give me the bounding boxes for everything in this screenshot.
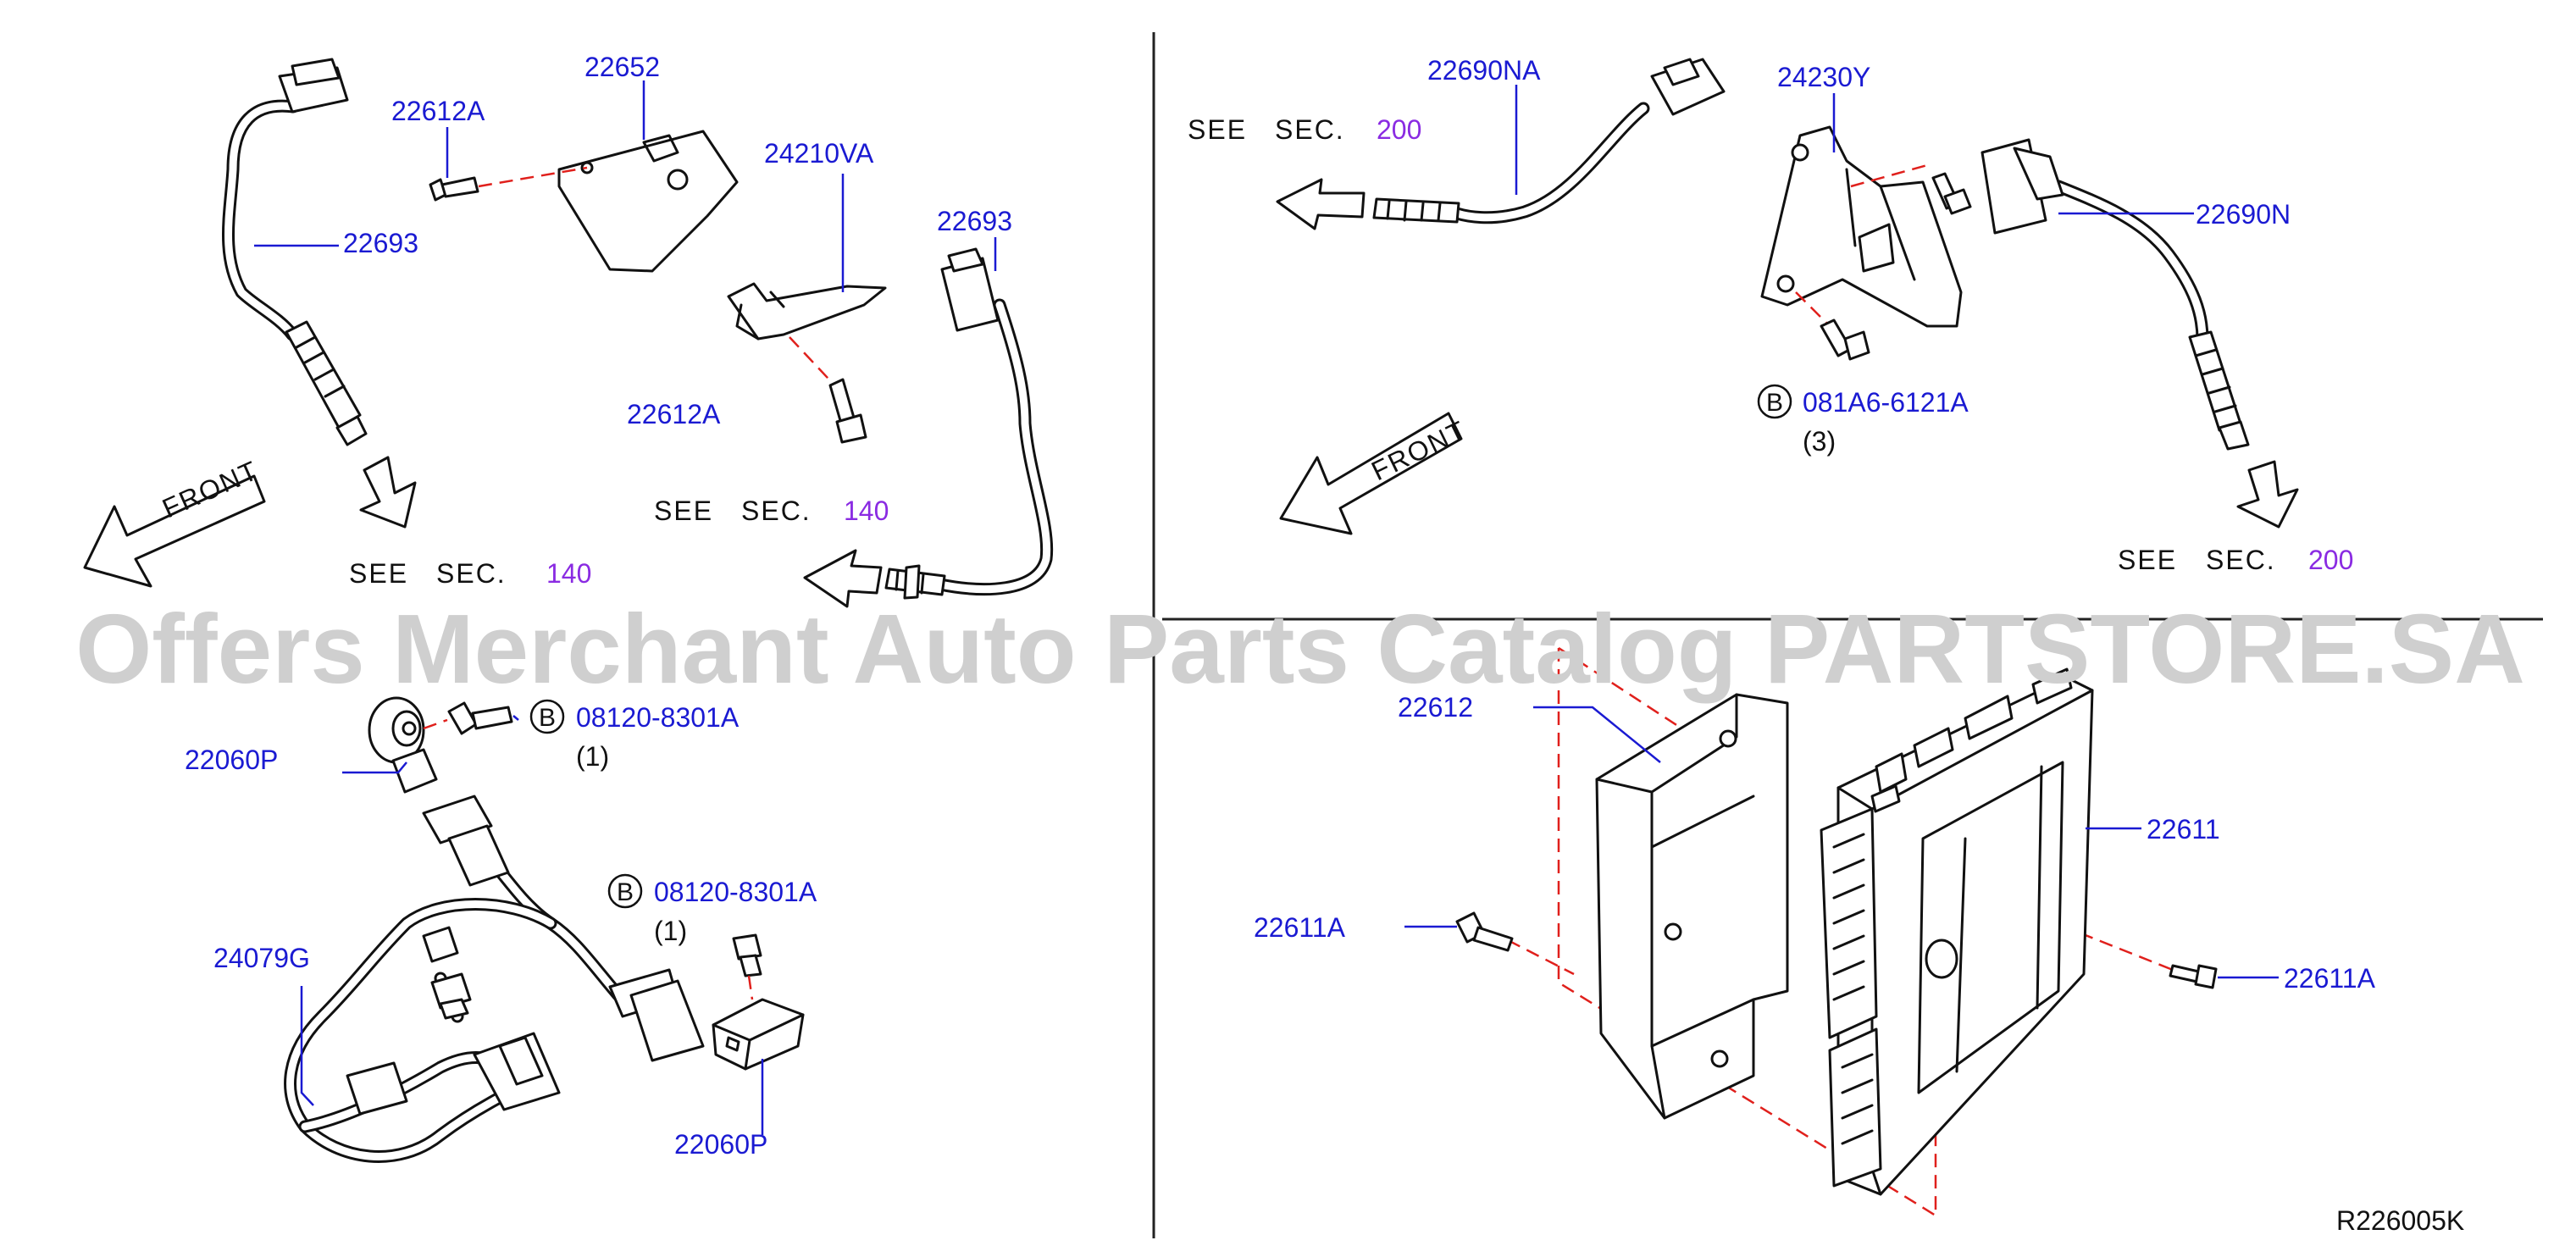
part-label-24210VA[interactable]: 24210VA [764,138,874,169]
dashline [789,336,839,390]
quantity-08120-upper: (1) [576,741,609,772]
dashline [1850,163,1928,188]
part-label-22060P-upper[interactable]: 22060P [185,745,278,775]
front-arrow-icon [83,474,266,588]
sec-text: SEC. [741,496,812,526]
see-text: SEE [349,558,408,589]
leader-line [342,761,407,774]
arrow-down-icon [2236,460,2299,529]
section-ref-200-lower[interactable]: 200 [2308,545,2353,575]
leader-line [300,986,314,1106]
bracket-24230Y[interactable] [1760,125,1963,328]
part-label-24230Y[interactable]: 24230Y [1777,62,1870,92]
arrow-left-icon [1276,178,1366,230]
part-label-22690NA[interactable]: 22690NA [1427,55,1541,86]
leader-line [512,715,519,721]
part-label-22611A-right[interactable]: 22611A [2284,963,2376,994]
circle-b-icon [1757,384,1792,419]
bracket-24210VA[interactable] [727,282,887,341]
part-label-081A6-6121A[interactable]: 081A6-6121A [1803,387,1969,418]
section-ref-140-right[interactable]: 140 [844,496,889,526]
part-label-22690N[interactable]: 22690N [2196,199,2291,230]
see-text: SEE [2118,545,2177,575]
oxygen-sensor-22690N[interactable] [1980,138,2250,451]
watermark-text: Offers Merchant Auto Parts Catalog PARTS… [75,594,2525,704]
knock-sensor-upper[interactable] [368,696,438,794]
bolt-08120-lower[interactable] [732,933,762,977]
quantity-081A6: (3) [1803,426,1836,457]
part-label-22652[interactable]: 22652 [584,52,660,82]
circle-b-icon [607,873,643,909]
quantity-08120-lower: (1) [654,916,687,946]
engine-sub-harness-24079G[interactable] [284,795,705,1163]
arrow-left-icon [803,549,883,608]
sec-text: SEC. [436,558,507,589]
oxygen-sensor-right[interactable] [884,247,1054,600]
bracket-22652[interactable] [557,130,739,273]
part-label-22612[interactable]: 22612 [1398,692,1473,723]
ecm-bracket-22612[interactable] [1595,693,1789,1120]
part-label-08120-8301A-lower[interactable]: 08120-8301A [654,877,817,907]
part-label-22611[interactable]: 22611 [2147,814,2220,844]
part-label-22612A-lower[interactable]: 22612A [627,399,721,429]
front-label: FRONT [1366,414,1471,486]
ecm-22611[interactable] [1820,667,2094,1196]
dashline [747,975,754,1000]
part-label-22693-right[interactable]: 22693 [937,206,1012,236]
knock-sensor-lower[interactable] [712,998,805,1071]
sec-text: SEC. [1275,114,1345,145]
circle-b-letter: B [539,704,556,732]
circle-b-letter: B [617,878,634,906]
bolt-22612A-lower[interactable] [828,378,867,444]
section-ref-140-lower[interactable]: 140 [546,558,591,589]
part-label-22693-left[interactable]: 22693 [343,228,418,258]
dashline [1507,939,1575,976]
oxygen-sensor-22690NA[interactable] [1372,58,1726,224]
sec-text: SEC. [2206,545,2276,575]
bolt-24230Y-upper[interactable] [1931,172,1972,215]
arrow-down-icon [359,456,417,529]
part-label-24079G[interactable]: 24079G [213,943,310,973]
part-label-22060P-lower[interactable]: 22060P [674,1129,767,1160]
circle-b-letter: B [1766,389,1783,417]
dashline [478,166,588,188]
bolt-081A6-6121A[interactable] [1820,318,1870,361]
bolt-22612A-upper[interactable] [429,176,479,202]
dashline [423,718,448,730]
bolt-22611A-left[interactable] [1455,911,1514,952]
section-ref-200-left[interactable]: 200 [1377,114,1421,145]
circle-b-icon [529,699,565,734]
see-text: SEE [654,496,713,526]
front-arrow-icon [1279,412,1463,535]
leader-line [1533,706,1661,763]
see-text: SEE [1188,114,1247,145]
diagram-code: R226005K [2336,1205,2464,1236]
bolt-08120-upper[interactable] [447,701,513,735]
part-label-08120-8301A-upper[interactable]: 08120-8301A [576,702,740,733]
oxygen-sensor-left[interactable] [222,58,368,446]
part-label-22612A-upper[interactable]: 22612A [391,96,485,126]
part-label-22611A-left[interactable]: 22611A [1254,912,1346,943]
bolt-22611A-right[interactable] [2169,964,2218,989]
